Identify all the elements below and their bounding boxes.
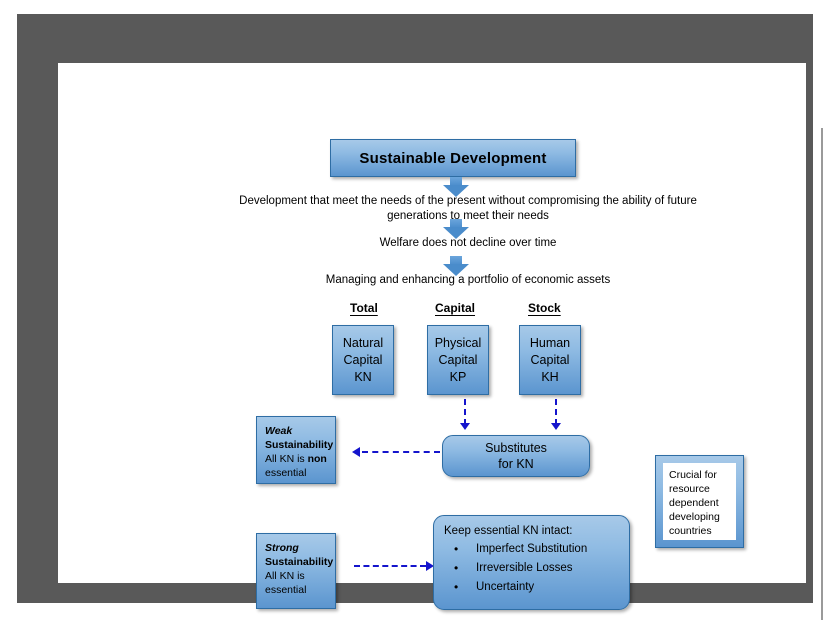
capital-line-2: Capital	[438, 352, 478, 367]
natural-capital-box: Natural Capital KN	[332, 325, 394, 395]
dashed-connector-substitutes-to-weak	[362, 451, 440, 453]
arrow-stem	[450, 219, 462, 228]
capital-line-3: KP	[449, 369, 467, 384]
strong-sustainability-box: Strong Sustainability All KN is essentia…	[256, 533, 336, 609]
capital-line-1: Natural	[342, 335, 384, 350]
dashed-connector-human-to-substitutes	[555, 399, 557, 425]
keep-essential-title: Keep essential KN intact:	[444, 525, 573, 537]
dashed-connector-strong-to-keep	[354, 565, 426, 567]
weak-body: All KN is non essential	[265, 453, 327, 479]
title-box: Sustainable Development	[330, 139, 576, 177]
capital-line-3: KH	[541, 369, 559, 384]
block-down-arrow-icon	[443, 219, 469, 239]
keep-essential-kn-box: Keep essential KN intact: Imperfect Subs…	[433, 515, 630, 610]
keep-essential-bullet-list: Imperfect Substitution Irreversible Loss…	[444, 540, 619, 597]
dashed-arrow-head-icon	[352, 447, 360, 457]
column-header-stock: Stock	[528, 301, 561, 315]
crucial-note-text: Crucial for resource dependent developin…	[663, 463, 736, 540]
page-title: Sustainable Development	[359, 149, 547, 167]
capital-line-2: Capital	[343, 352, 383, 367]
arrow-head	[443, 185, 469, 197]
welfare-text: Welfare does not decline over time	[379, 237, 557, 249]
column-header-total: Total	[350, 301, 378, 315]
arrow-head	[443, 227, 469, 239]
strong-body-line-1: All KN is	[265, 570, 305, 582]
arrow-stem	[450, 177, 462, 186]
strong-keyword: Strong	[265, 542, 299, 554]
dashed-connector-physical-to-substitutes	[464, 399, 466, 425]
slide-canvas: Sustainable Development Development that…	[58, 63, 823, 620]
substitutes-box: Substitutes for KN	[442, 435, 590, 477]
physical-capital-box: Physical Capital KP	[427, 325, 489, 395]
block-down-arrow-icon	[443, 177, 469, 197]
capital-line-1: Human	[529, 335, 571, 350]
crucial-note-box: Crucial for resource dependent developin…	[655, 455, 744, 548]
weak-keyword: Weak	[265, 425, 293, 437]
list-item: Imperfect Substitution	[444, 540, 619, 559]
weak-subtitle: Sustainability	[265, 439, 334, 451]
dashed-arrow-head-icon	[551, 423, 561, 430]
weak-sustainability-box: Weak Sustainability All KN is non essent…	[256, 416, 336, 484]
list-item: Uncertainty	[444, 578, 619, 597]
slide-outer-frame: Sustainable Development Development that…	[17, 14, 823, 620]
right-vertical-rule	[821, 128, 823, 620]
substitutes-line-2: for KN	[498, 457, 534, 471]
arrow-stem	[450, 256, 462, 265]
definition-text: Development that meet the needs of the p…	[239, 195, 697, 222]
substitutes-line-1: Substitutes	[485, 441, 547, 455]
strong-body-line-2: essential	[265, 584, 307, 596]
capital-line-1: Physical	[434, 335, 482, 350]
capital-line-2: Capital	[530, 352, 570, 367]
strong-subtitle: Sustainability	[265, 556, 334, 568]
dashed-arrow-head-icon	[460, 423, 470, 430]
column-header-capital: Capital	[435, 301, 476, 315]
arrow-head	[443, 264, 469, 276]
portfolio-text: Managing and enhancing a portfolio of ec…	[325, 274, 611, 286]
capital-line-3: KN	[354, 369, 372, 384]
human-capital-box: Human Capital KH	[519, 325, 581, 395]
block-down-arrow-icon	[443, 256, 469, 276]
dashed-arrow-head-icon	[426, 561, 434, 571]
list-item: Irreversible Losses	[444, 559, 619, 578]
